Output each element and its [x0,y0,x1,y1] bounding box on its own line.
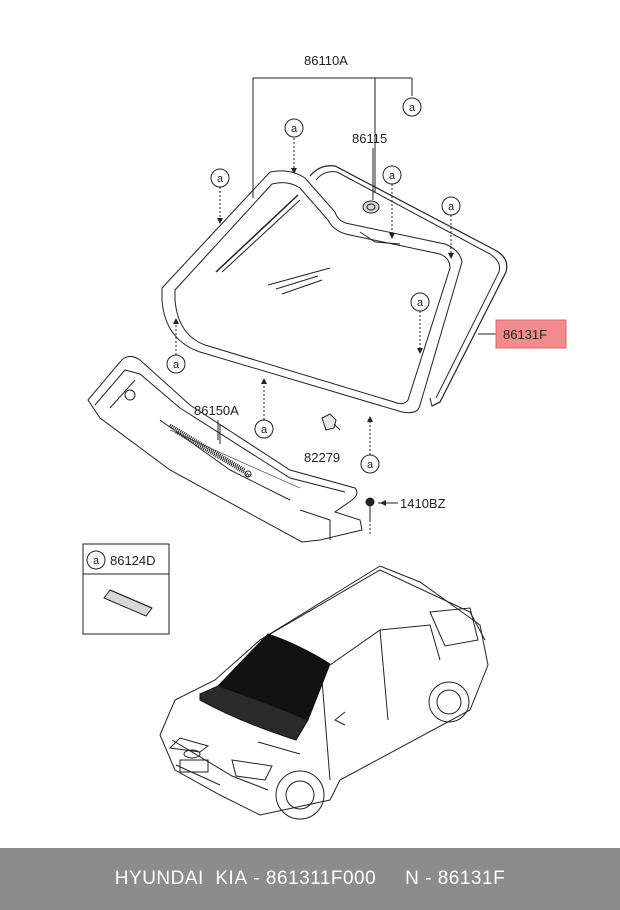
label-82279: 82279 [304,450,340,465]
leader-arrowheads [173,168,454,506]
windshield-assembly-leader [252,77,413,198]
callout-letter: a [448,201,455,213]
label-86115: 86115 [352,131,387,146]
callout-letter: a [409,102,416,114]
windshield-moulding [309,165,508,407]
callout-letter: a [261,424,268,436]
footer-part-number: 861311F000 [265,868,377,889]
callout-letter: a [173,359,180,371]
vehicle-cowl-highlight [199,685,309,741]
footer-sep-2: - [419,868,438,889]
label-1410BZ: 1410BZ [400,496,446,511]
footer-brand: HYUNDAI KIA [114,868,248,889]
footer-gap [376,868,405,890]
rain-sensor [362,200,380,214]
callout-letter: a [367,459,374,471]
label-86110A: 86110A [304,53,348,68]
callout-letter: a [417,297,424,309]
vehicle-illustration [159,565,489,820]
footer-bar: HYUNDAI KIA - 861311F000 N - 86131F [0,848,620,910]
dam-kit-box [82,543,170,635]
moulding-highlight-box [495,319,567,349]
label-86150A: 86150A [194,403,239,418]
clip [321,413,341,431]
label-86124D: 86124D [110,553,156,568]
callout-letter: a [217,173,224,185]
part-labels: 86110A 86115 86131F 86150A 82279 1410BZ … [110,53,547,568]
cowl-top-panel [87,356,363,543]
callout-letters: a a a a a a a a a a [93,102,455,567]
callout-letter: a [291,123,298,135]
footer-ref-prefix: N [405,868,420,889]
parts-diagram: a a a a a a a a a a 86110A 86115 86131F … [82,53,567,820]
windshield-glass [161,170,463,414]
callout-leaders [175,138,452,455]
callout-letter: a [389,170,396,182]
callout-letter: a [93,555,100,567]
footer-ref-code: 86131F [437,868,506,889]
callout-circles [86,97,461,570]
footer-sep: - [247,868,266,889]
label-86131F: 86131F [503,327,547,342]
screw [365,497,398,535]
